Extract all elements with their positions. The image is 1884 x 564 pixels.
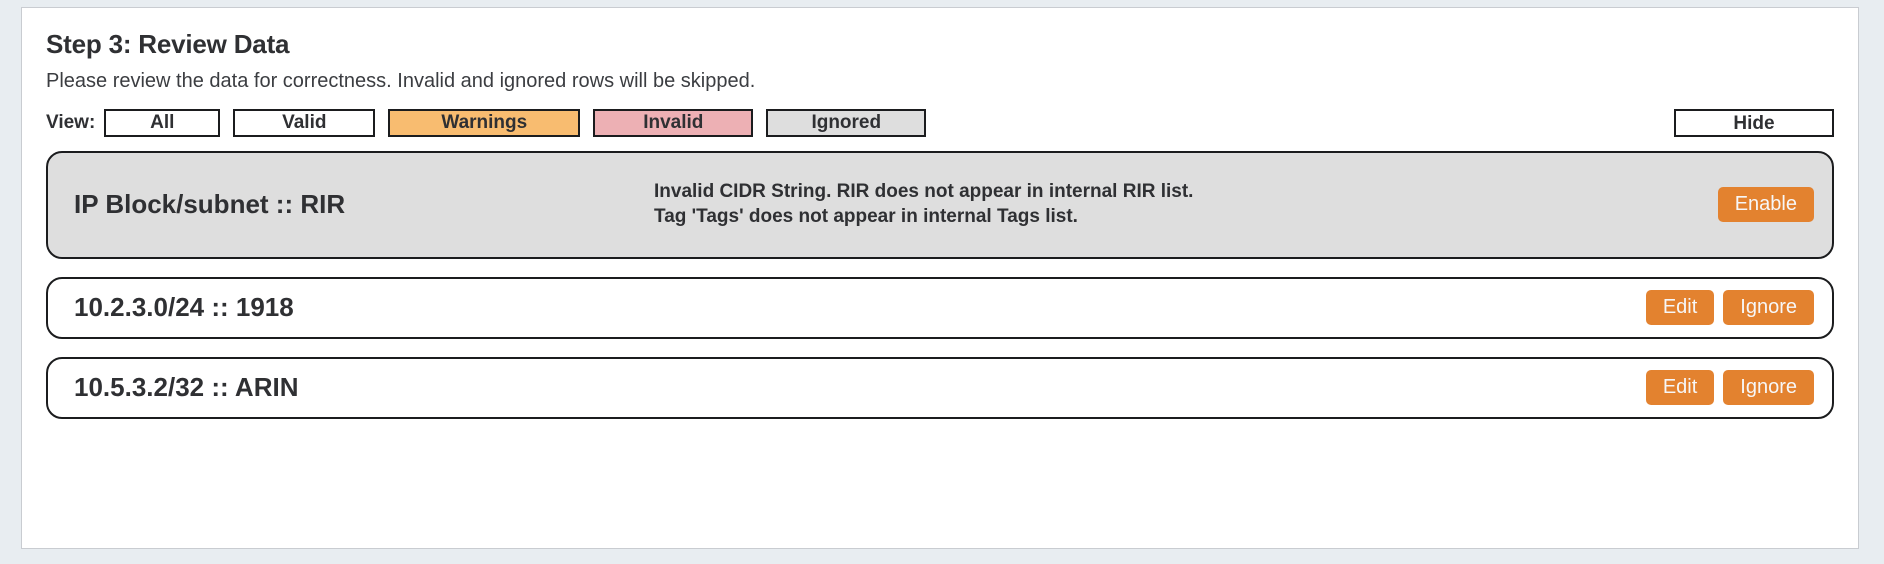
row-actions: Edit Ignore <box>1645 370 1814 406</box>
enable-button[interactable]: Enable <box>1717 187 1814 223</box>
filter-button-warnings[interactable]: Warnings <box>388 108 581 137</box>
ignore-button[interactable]: Ignore <box>1723 290 1814 326</box>
view-filter-label: View: <box>46 111 96 133</box>
row-primary-text: 10.2.3.0/24 :: 1918 <box>74 292 294 323</box>
view-filter-bar: View: All Valid Warnings Invalid Ignored… <box>46 108 1834 137</box>
page-subtitle: Please review the data for correctness. … <box>46 69 756 92</box>
review-data-card: Step 3: Review Data Please review the da… <box>21 7 1859 549</box>
hide-button[interactable]: Hide <box>1674 108 1834 137</box>
data-row-list: IP Block/subnet :: RIR Invalid CIDR Stri… <box>46 150 1834 419</box>
row-actions: Enable <box>1717 187 1814 223</box>
view-filter-buttons: All Valid Warnings Invalid Ignored <box>104 108 927 137</box>
filter-button-ignored[interactable]: Ignored <box>766 108 927 137</box>
edit-button[interactable]: Edit <box>1645 370 1715 406</box>
table-row[interactable]: IP Block/subnet :: RIR Invalid CIDR Stri… <box>46 150 1834 259</box>
card-inner: Step 3: Review Data Please review the da… <box>22 8 1858 419</box>
row-actions: Edit Ignore <box>1645 290 1814 326</box>
ignore-button[interactable]: Ignore <box>1723 370 1814 406</box>
filter-button-invalid[interactable]: Invalid <box>593 108 754 137</box>
row-validation-message: Invalid CIDR String. RIR does not appear… <box>654 181 1194 227</box>
row-primary-text: 10.5.3.2/32 :: ARIN <box>74 372 299 403</box>
table-row[interactable]: 10.2.3.0/24 :: 1918 Edit Ignore <box>46 276 1834 339</box>
filter-button-all[interactable]: All <box>104 108 221 137</box>
filter-button-valid[interactable]: Valid <box>233 108 376 137</box>
page-title: Step 3: Review Data <box>46 29 290 59</box>
row-primary-text: IP Block/subnet :: RIR <box>74 189 346 220</box>
table-row[interactable]: 10.5.3.2/32 :: ARIN Edit Ignore <box>46 356 1834 419</box>
edit-button[interactable]: Edit <box>1645 290 1715 326</box>
